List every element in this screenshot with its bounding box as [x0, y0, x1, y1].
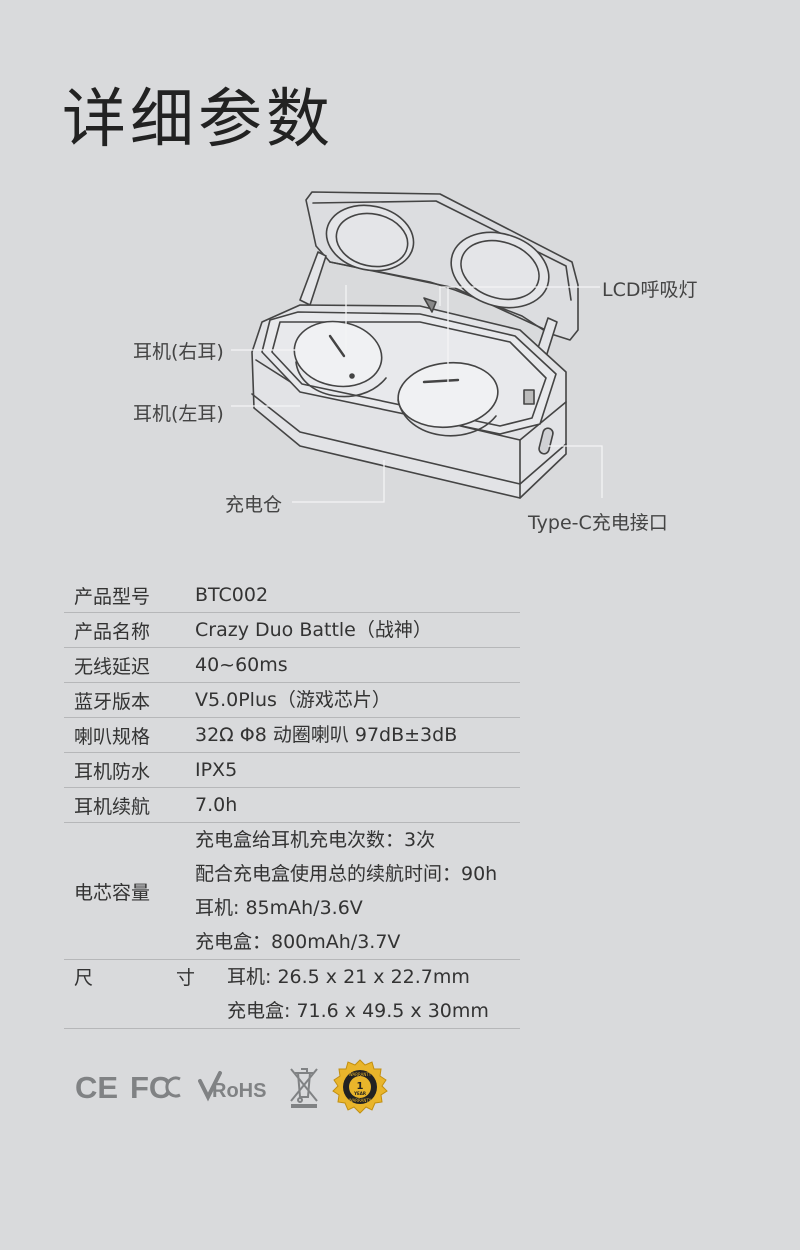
- spec-label: 蓝牙版本: [74, 690, 151, 713]
- spec-row-latency: 无线延迟 40~60ms: [64, 648, 520, 683]
- fcc-mark-text: FC: [130, 1070, 171, 1105]
- rohs-mark-text: RoHS: [212, 1080, 266, 1102]
- spec-label: 耳机续航: [74, 795, 151, 818]
- spec-row-name: 产品名称 Crazy Duo Battle（战神）: [64, 613, 520, 648]
- earbuds-case-drawing: [231, 191, 603, 503]
- spec-value: 充电盒: 71.6 x 49.5 x 30mm: [227, 1000, 489, 1022]
- ce-mark-text: CE: [75, 1070, 118, 1105]
- fcc-mark-icon: FC: [130, 1070, 181, 1105]
- spec-row-bluetooth: 蓝牙版本 V5.0Plus（游戏芯片）: [64, 683, 520, 718]
- spec-label: 产品名称: [74, 620, 151, 643]
- badge-text-top: WARRANTY: [349, 1072, 372, 1077]
- callout-left-earbud: 耳机(左耳): [133, 403, 224, 425]
- spec-label-part: 尺: [74, 967, 94, 989]
- spec-value: 充电盒：800mAh/3.7V: [195, 931, 401, 953]
- spec-label: 喇叭规格: [74, 725, 151, 748]
- spec-value: 7.0h: [195, 794, 238, 816]
- spec-label: 产品型号: [74, 585, 151, 608]
- spec-table: 产品型号 BTC002 产品名称 Crazy Duo Battle（战神） 无线…: [64, 578, 520, 1029]
- page-title: 详细参数: [62, 83, 334, 157]
- callout-typec-port: Type-C充电接口: [528, 512, 668, 534]
- spec-row-speaker: 喇叭规格 32Ω Φ8 动圈喇叭 97dB±3dB: [64, 718, 520, 753]
- certification-marks: CE FC RoHS WARRANTY 1 YEAR WARRANTY: [74, 1058, 388, 1116]
- spec-value: Crazy Duo Battle（战神）: [195, 619, 432, 641]
- spec-label-part: 寸: [175, 967, 195, 989]
- spec-row-battery: 电芯容量 充电盒给耳机充电次数：3次 配合充电盒使用总的续航时间：90h 耳机:…: [64, 823, 520, 960]
- spec-value: 32Ω Φ8 动圈喇叭 97dB±3dB: [195, 724, 458, 746]
- spec-value: 充电盒给耳机充电次数：3次: [195, 829, 436, 851]
- spec-label: 无线延迟: [74, 655, 151, 678]
- spec-value: 40~60ms: [195, 654, 288, 676]
- spec-value: 耳机: 85mAh/3.6V: [195, 897, 363, 919]
- weee-bin-icon: [290, 1068, 318, 1108]
- spec-row-waterproof: 耳机防水 IPX5: [64, 753, 520, 788]
- spec-label: 尺 寸: [64, 960, 227, 1028]
- spec-row-playtime: 耳机续航 7.0h: [64, 788, 520, 823]
- badge-text-number: 1: [357, 1081, 364, 1092]
- spec-row-model: 产品型号 BTC002: [64, 578, 520, 613]
- spec-value: 配合充电盒使用总的续航时间：90h: [195, 863, 498, 885]
- callout-lcd-light: LCD呼吸灯: [602, 279, 698, 301]
- spec-value: IPX5: [195, 759, 238, 781]
- spec-value: 耳机: 26.5 x 21 x 22.7mm: [227, 966, 470, 988]
- ce-mark-icon: CE: [75, 1070, 118, 1105]
- spec-value: BTC002: [195, 584, 269, 606]
- spec-label: 耳机防水: [74, 760, 151, 783]
- product-diagram: LCD呼吸灯 耳机(右耳) 耳机(左耳) 充电仓 Type-C充电接口: [0, 170, 800, 540]
- spec-value: V5.0Plus（游戏芯片）: [195, 689, 391, 711]
- badge-text-year: YEAR: [353, 1091, 366, 1096]
- rohs-mark-icon: RoHS: [198, 1071, 266, 1102]
- spec-row-size: 尺 寸 耳机: 26.5 x 21 x 22.7mm 充电盒: 71.6 x 4…: [64, 960, 520, 1029]
- spec-label: 电芯容量: [74, 881, 151, 904]
- warranty-badge-icon: WARRANTY 1 YEAR WARRANTY: [332, 1059, 388, 1114]
- callout-charging-case: 充电仓: [225, 494, 283, 516]
- callout-right-earbud: 耳机(右耳): [133, 341, 224, 363]
- badge-text-bottom: WARRANTY: [349, 1098, 372, 1103]
